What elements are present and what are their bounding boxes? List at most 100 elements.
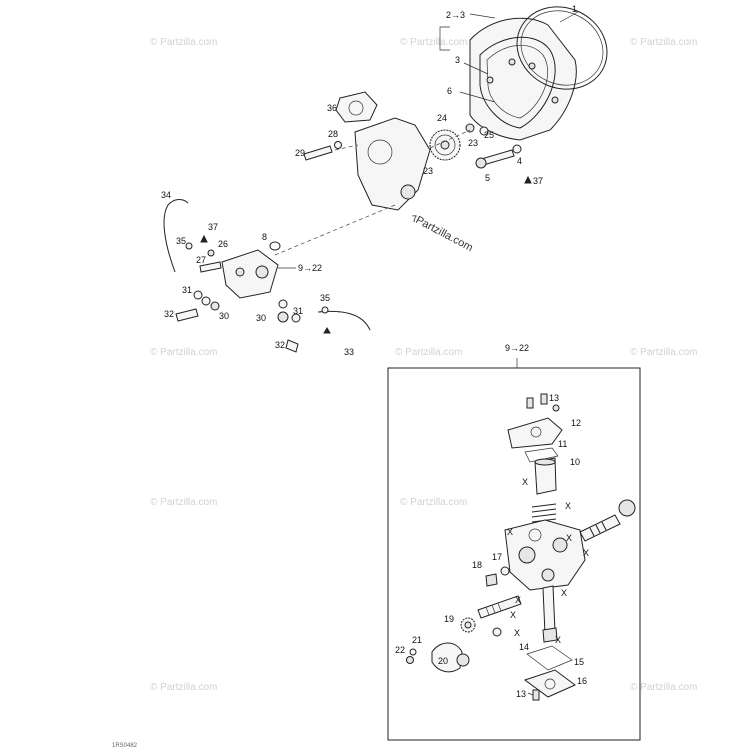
fitting-group-middle: [277, 299, 371, 353]
gear-bore: [440, 140, 450, 150]
cover-part: [469, 17, 577, 141]
callout-label: 17: [492, 552, 502, 562]
x-mark: X: [561, 588, 567, 598]
callout-label: 18: [472, 560, 482, 570]
figure-code: 1RS0482: [112, 743, 138, 749]
callout-label: 30: [256, 313, 266, 323]
gear-hub: [434, 134, 456, 156]
callout-label: 2→3: [446, 10, 465, 20]
spring-part: [531, 503, 557, 523]
callout-label: 15: [574, 657, 584, 667]
callout-label: 13: [516, 689, 526, 699]
inset-heading: 9→22: [505, 343, 529, 353]
callout-label: 27: [196, 255, 206, 265]
watermark-layer: © Partzilla.com © Partzilla.com © Partzi…: [150, 37, 697, 693]
callout-label: 23: [468, 138, 478, 148]
callout-label: 31: [293, 306, 303, 316]
callout-label: 25: [484, 130, 494, 140]
shaft-gear: [542, 627, 558, 643]
oil-pump-part: [221, 249, 279, 299]
x-mark: X: [555, 635, 561, 645]
fitting-group-left: [175, 290, 220, 322]
x-mark: X: [510, 610, 516, 620]
washer-part: [479, 126, 489, 136]
screw-29-part: [303, 145, 333, 161]
washer-part: [512, 144, 522, 154]
housing-port: [367, 139, 393, 165]
callout-label: 30: [219, 311, 229, 321]
screw-13-part: [526, 397, 534, 409]
callout-label: 32: [275, 340, 285, 350]
housing-part: [354, 117, 431, 211]
watermark: © Partzilla.com: [400, 497, 467, 508]
leader-line: [463, 62, 489, 75]
callout-label: 4: [517, 156, 522, 166]
housing-port: [400, 184, 416, 200]
callout-label: 13: [549, 393, 559, 403]
nut-part: [465, 123, 475, 133]
pump-exploded-inset: [406, 393, 636, 701]
callout-label: 26: [218, 239, 228, 249]
washer-30-part: [210, 301, 220, 311]
pump-body-part: [504, 519, 586, 591]
valve-spring: [589, 521, 607, 537]
bracket: [439, 26, 450, 51]
axis-line: [334, 144, 359, 151]
watermark: © Partzilla.com: [630, 347, 697, 358]
piston-top: [534, 458, 556, 466]
cover-hole: [544, 678, 556, 690]
body-port: [518, 546, 536, 564]
oil-pump-group: [199, 234, 279, 299]
body-port: [552, 537, 568, 553]
callout-label: 32: [164, 309, 174, 319]
screw-13-part: [532, 689, 540, 701]
washer-17-part: [500, 566, 510, 576]
screw-32-part: [285, 339, 299, 353]
callout-label: 33: [344, 347, 354, 357]
lever-pivot: [456, 653, 470, 667]
loctite-drop-icon: [323, 327, 331, 334]
callout-label: 37: [208, 222, 218, 232]
gasket-11-part: [524, 447, 559, 463]
seal-part: [492, 627, 502, 637]
x-mark: X: [514, 628, 520, 638]
x-marks: X X X X X X X X X X: [507, 477, 589, 645]
x-mark: X: [507, 527, 513, 537]
cover-12-part: [507, 417, 563, 449]
body-port: [528, 528, 542, 542]
hose-33-part: [317, 310, 371, 331]
shaft-14-part: [542, 585, 556, 635]
gasket-36-part: [335, 91, 378, 123]
callout-label: 20: [438, 656, 448, 666]
callout-label: 8: [262, 232, 267, 242]
gasket-part: [479, 36, 556, 129]
axis-line: [274, 204, 396, 256]
washer-30-part: [201, 296, 211, 306]
callout-label: 29: [295, 148, 305, 158]
cover-16-part: [523, 669, 576, 698]
callout-label: 10: [570, 457, 580, 467]
pump-housing-group: [303, 91, 471, 211]
watermark: © Partzilla.com: [395, 347, 462, 358]
watermark: © Partzilla.com: [630, 682, 697, 693]
callout-label: 22: [395, 645, 405, 655]
watermark: © Partzilla.com: [150, 37, 217, 48]
screw-32-part: [175, 308, 199, 322]
callout-label: 1: [572, 4, 577, 14]
callout-label: 7: [412, 214, 417, 224]
pump-boss: [255, 265, 269, 279]
screw-part: [551, 96, 559, 104]
screw-part: [552, 404, 560, 412]
callout-label: 21: [412, 635, 422, 645]
callout-label: 24: [437, 113, 447, 123]
loctite-drop-icon: [200, 234, 208, 243]
clamp-35-part: [321, 306, 329, 314]
callout-label: 6: [447, 86, 452, 96]
cover-hole: [530, 426, 542, 438]
banjo-27-part: [199, 261, 222, 273]
shaft-thread: [485, 602, 502, 616]
gasket-hole: [348, 100, 364, 116]
o-ring-8-part: [269, 241, 281, 251]
leader-line: [459, 91, 496, 103]
